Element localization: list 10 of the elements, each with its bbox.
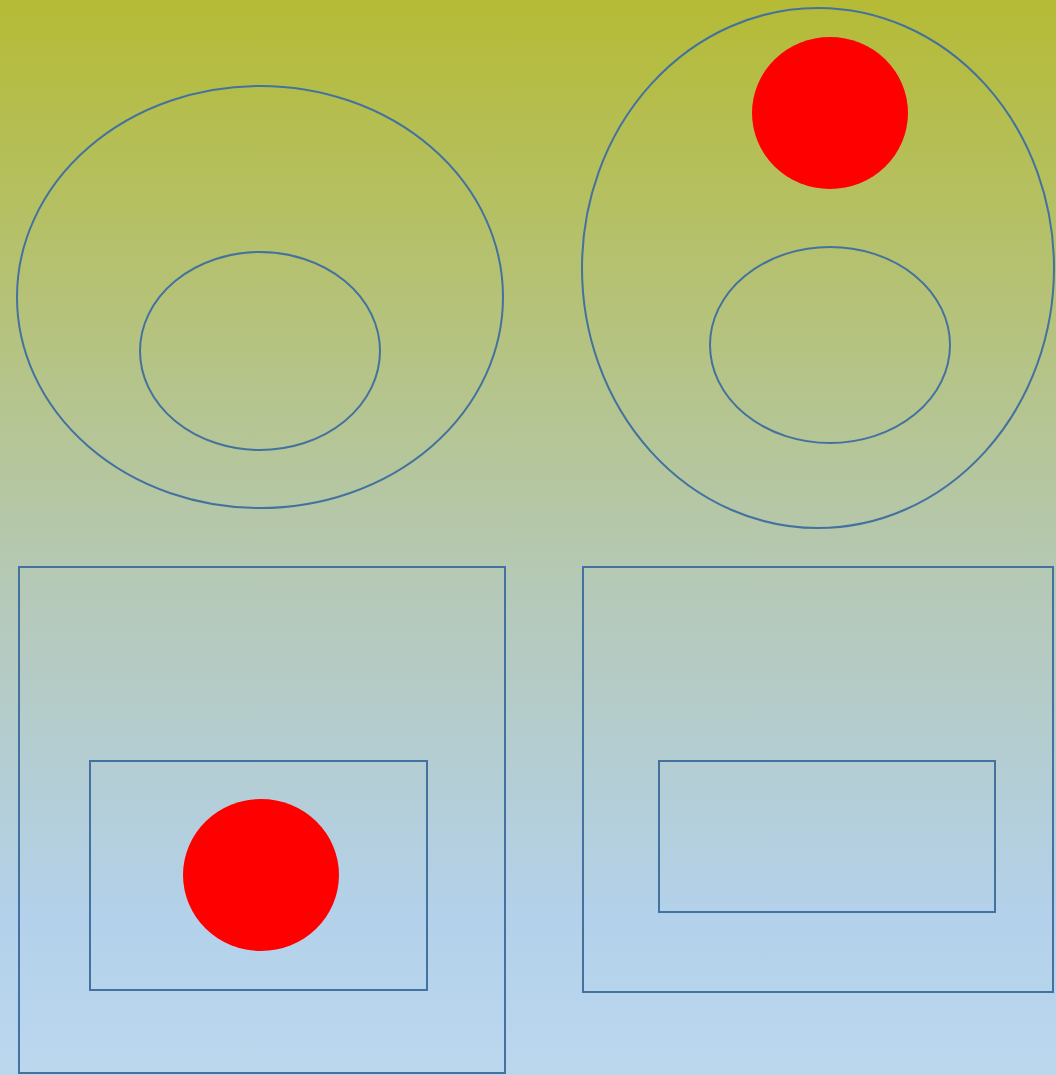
oval-outline bbox=[581, 7, 1055, 529]
rectangle-outline bbox=[582, 566, 1054, 993]
filled-circle bbox=[751, 36, 909, 190]
oval-outline bbox=[709, 246, 951, 444]
rectangle-outline bbox=[18, 566, 506, 1074]
rectangle-outline bbox=[89, 760, 428, 991]
oval-outline bbox=[139, 251, 381, 451]
oval-outline bbox=[16, 85, 504, 509]
filled-circle bbox=[182, 798, 340, 952]
rectangle-outline bbox=[658, 760, 996, 913]
